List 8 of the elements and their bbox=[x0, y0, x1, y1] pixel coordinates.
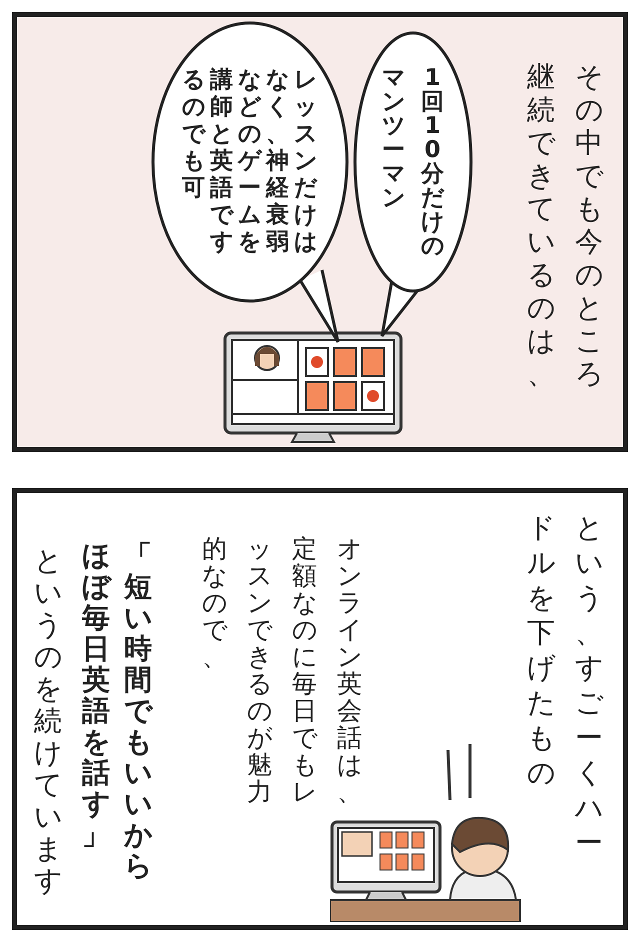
speech-text: レッスンだけはなく、神経衰弱などのゲームを講師と英語でするのでも可 bbox=[182, 67, 317, 256]
narration-text: というのを続けています bbox=[34, 545, 62, 897]
speech-bubble bbox=[352, 30, 474, 340]
speech-text: 1回10分だけのマンツーマン bbox=[382, 66, 444, 258]
narration-text: オンライン英会話は、定額なのに毎日でもレッスンできるのが魅力的なので、 bbox=[202, 535, 362, 805]
narration-text: 「短い時間でもいいからほぼ毎日英語を話す」 bbox=[82, 540, 152, 881]
narration-text: という、すごーくハードルを下げたもの bbox=[527, 510, 603, 860]
narration-text: その中でも今のところ継続できているのは、 bbox=[527, 60, 603, 390]
